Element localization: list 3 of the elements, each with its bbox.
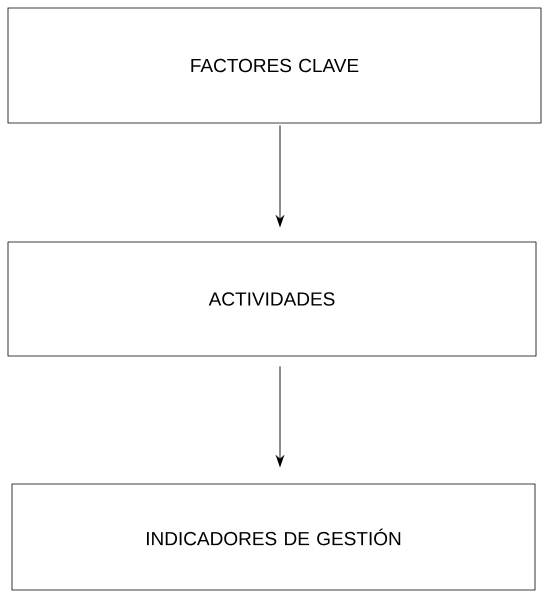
process-box: ACTIVIDADES xyxy=(8,242,536,356)
process-box: FACTORES CLAVE xyxy=(8,8,542,124)
process-box: INDICADORES DE GESTIÓN xyxy=(12,484,536,590)
